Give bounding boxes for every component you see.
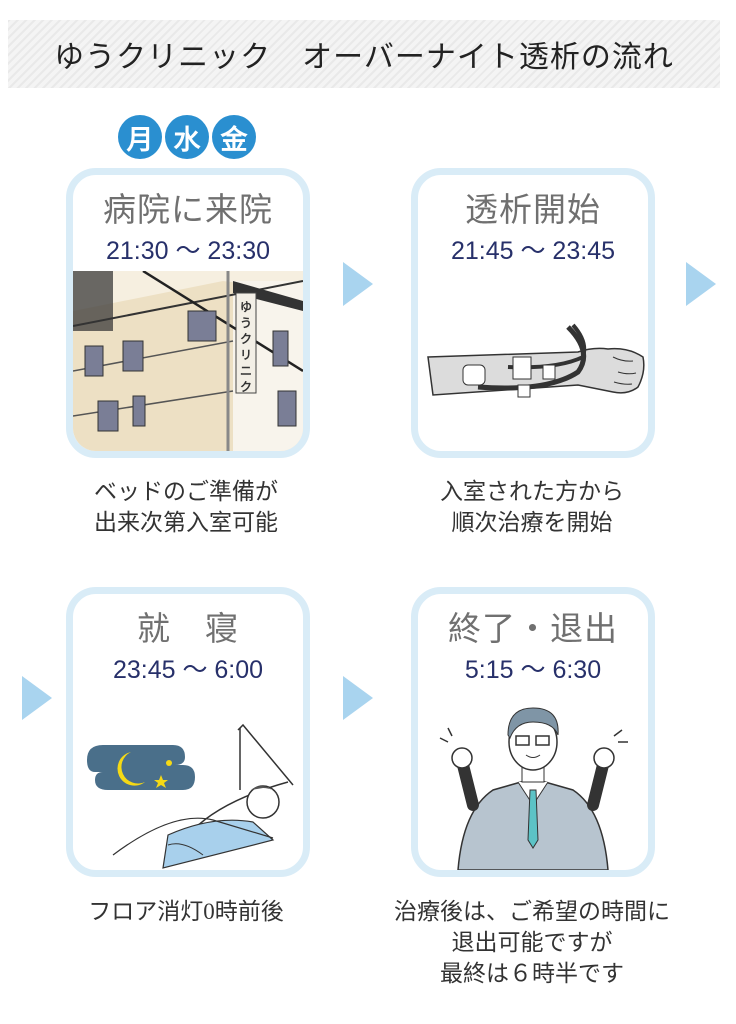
page-title: ゆうクリニック オーバーナイト透析の流れ	[54, 40, 674, 75]
step-caption-sleep: フロア消灯0時前後	[88, 899, 284, 924]
step-time: 5:15 ～ 6:30	[464, 656, 602, 684]
step-heading: 就 寝	[137, 609, 239, 648]
arrow-right-icon	[343, 262, 373, 306]
day-badge-wednesday: 水	[165, 115, 209, 159]
step-caption-end-exit: 治療後は、ご希望の時間に 退出可能ですが 最終は６時半です	[394, 899, 670, 986]
cheering-man-icon	[439, 707, 628, 870]
svg-text:リ: リ	[240, 348, 252, 362]
step-heading: 病院に来院	[103, 190, 273, 229]
arrow-right-icon	[686, 262, 716, 306]
day-badge-monday: 月	[118, 115, 162, 159]
step-time: 23:45 ～ 6:00	[112, 656, 264, 684]
sleeping-patient-icon	[87, 723, 294, 869]
arrow-right-icon	[343, 676, 373, 720]
svg-text:う: う	[240, 316, 252, 330]
step-time: 21:30 ～ 23:30	[105, 237, 270, 265]
step-heading: 終了・退出	[448, 609, 618, 648]
clinic-building-icon: ゆ う ク リ ニ ク	[73, 271, 303, 451]
svg-text:ゆ: ゆ	[240, 300, 252, 314]
svg-text:ク: ク	[240, 332, 252, 346]
step-card-end-exit: 終了・退出 5:15 ～ 6:30	[411, 587, 655, 877]
svg-text:ニ: ニ	[240, 364, 252, 378]
step-caption-arrival: ベッドのご準備が 出来次第入室可能	[94, 479, 278, 535]
step-card-arrival: 病院に来院 21:30 ～ 23:30 ゆ う ク リ ニ ク	[66, 168, 310, 458]
svg-text:ク: ク	[240, 380, 252, 394]
step-card-sleep: 就 寝 23:45 ～ 6:00	[66, 587, 310, 877]
title-banner: ゆうクリニック オーバーナイト透析の流れ	[8, 20, 720, 88]
day-badges: 月 水 金	[118, 115, 256, 159]
dialysis-arm-icon	[427, 323, 645, 398]
step-time: 21:45 ～ 23:45	[450, 237, 615, 265]
day-badge-friday: 金	[212, 115, 256, 159]
step-heading: 透析開始	[465, 190, 601, 229]
step-caption-dialysis-start: 入室された方から 順次治療を開始	[440, 479, 624, 535]
arrow-right-icon	[22, 676, 52, 720]
step-card-dialysis-start: 透析開始 21:45 ～ 23:45	[411, 168, 655, 458]
